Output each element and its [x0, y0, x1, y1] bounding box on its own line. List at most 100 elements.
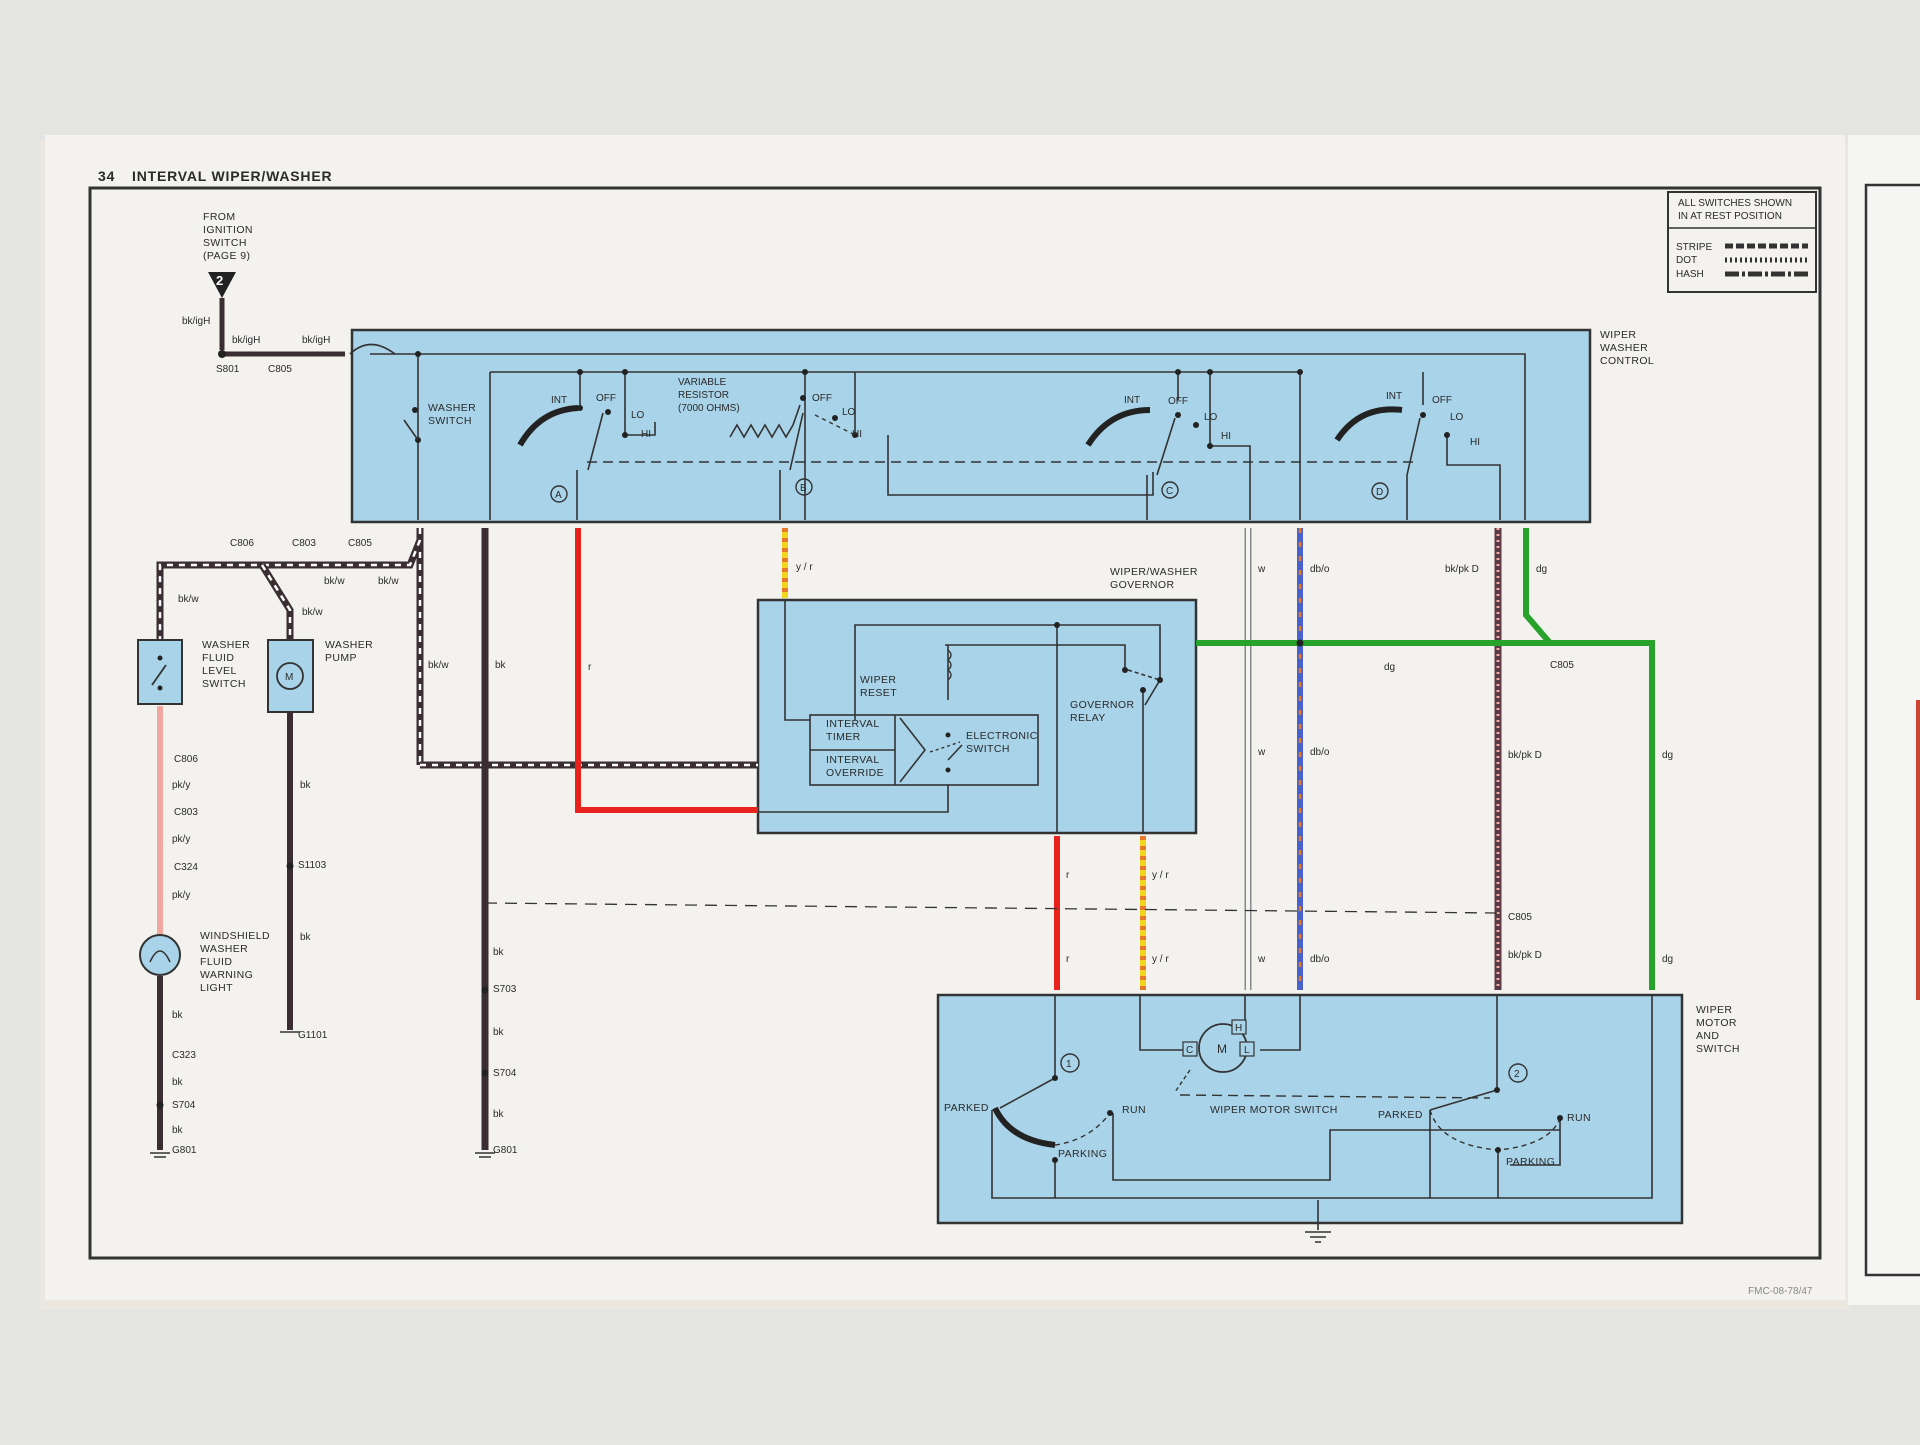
switch-1-parked: PARKED — [944, 1102, 989, 1114]
motor-label-2: MOTOR — [1696, 1017, 1737, 1029]
wire-label-bk-left-1: bk — [172, 1010, 184, 1021]
legend-note-line1: ALL SWITCHES SHOWN — [1678, 198, 1792, 209]
connector-c324: C324 — [174, 862, 198, 873]
interval-override-label-1: INTERVAL — [826, 754, 880, 766]
control-label-2: WASHER — [1600, 342, 1648, 354]
page-title: INTERVAL WIPER/WASHER — [132, 168, 332, 184]
switch-c-lo: LO — [1204, 412, 1218, 423]
wiper-washer-control: WIPER WASHER CONTROL — [349, 328, 1654, 524]
wire-label-w-3: w — [1257, 954, 1266, 965]
next-page — [1848, 135, 1920, 1305]
motor-terminal-l: L — [1244, 1045, 1250, 1056]
wire-label-y-r-3: y / r — [1152, 954, 1169, 965]
gang-letter-b: B — [800, 483, 807, 494]
switch-2-run: RUN — [1567, 1112, 1591, 1124]
warning-light-label-5: LIGHT — [200, 982, 233, 994]
pump-label-1: WASHER — [325, 639, 373, 651]
connector-s801: S801 — [216, 364, 240, 375]
wire-dark-blue-orange: db/o db/o db/o — [1297, 528, 1330, 990]
switch-d-hi: HI — [1470, 437, 1480, 448]
connector-s704-left: S704 — [172, 1100, 196, 1111]
connector-c806-top: C806 — [230, 538, 254, 549]
switch-b-off: OFF — [812, 393, 832, 404]
governor-panel — [756, 598, 1198, 835]
wire-yellow-red: y / r y / r y / r — [782, 528, 1169, 990]
switch-2-parking: PARKING — [1506, 1156, 1555, 1168]
wire-label-bk-w-1: bk/w — [324, 576, 345, 587]
pump-m: M — [285, 672, 293, 683]
connector-c805-top: C805 — [268, 364, 292, 375]
interval-timer-label-1: INTERVAL — [826, 718, 880, 730]
wire-label-bk-4: bk — [493, 1109, 505, 1120]
wiper-reset-label-1: WIPER — [860, 674, 896, 686]
resistor-label-3: (7000 OHMS) — [678, 403, 740, 414]
washer-pump: M WASHER PUMP — [267, 639, 373, 713]
ignition-pin-triangle — [208, 272, 236, 298]
wiper-motor-and-switch: WIPER MOTOR AND SWITCH M C L H — [936, 993, 1740, 1243]
switch-a-off: OFF — [596, 393, 616, 404]
wire-label-r-1: r — [588, 662, 592, 673]
wire-label-bk-left-3: bk — [172, 1125, 184, 1136]
switch-b-hi: HI — [852, 429, 862, 440]
legend: ALL SWITCHES SHOWN IN AT REST POSITION S… — [1667, 191, 1817, 293]
source-line-1: FROM — [203, 211, 236, 223]
connector-g1101: G1101 — [298, 1030, 328, 1041]
motor-switch-1-number: 1 — [1066, 1059, 1072, 1070]
next-page-wire — [1916, 700, 1920, 1000]
wire-bk-pump: bk S1103 bk G1101 — [280, 712, 328, 1041]
switch-1-parking: PARKING — [1058, 1148, 1107, 1160]
wire-label-bk-w-4: bk/w — [302, 607, 323, 618]
motor-label-1: WIPER — [1696, 1004, 1732, 1016]
wire-label-bk-pk-d-2: bk/pk D — [1508, 750, 1542, 761]
motor-label-4: SWITCH — [1696, 1043, 1740, 1055]
wire-white: w w w — [1244, 528, 1266, 990]
warning-light-label-2: WASHER — [200, 943, 248, 955]
legend-note-line2: IN AT REST POSITION — [1678, 211, 1782, 222]
governor-relay-label-1: GOVERNOR — [1070, 699, 1134, 711]
connector-c805-bottom: C805 — [1508, 912, 1532, 923]
control-label-3: CONTROL — [1600, 355, 1654, 367]
wire-label-bk-left-2: bk — [172, 1077, 184, 1088]
motor-terminal-c: C — [1186, 1045, 1193, 1056]
wiper-reset-label-2: RESET — [860, 687, 897, 699]
switch-a-lo: LO — [631, 410, 645, 421]
governor-label-2: GOVERNOR — [1110, 579, 1174, 591]
wire-bk-ground: bk bk S703 bk S704 bk G801 — [475, 528, 518, 1158]
connector-g801-left: G801 — [172, 1145, 197, 1156]
switch-1-run: RUN — [1122, 1104, 1146, 1116]
wire-label-w-2: w — [1257, 747, 1266, 758]
warning-light-label-1: WINDSHIELD — [200, 930, 270, 942]
governor-relay-label-2: RELAY — [1070, 712, 1106, 724]
governor-label-1: WIPER/WASHER — [1110, 566, 1198, 578]
wire-red: r r r — [575, 528, 1070, 990]
switch-d-lo: LO — [1450, 412, 1464, 423]
warning-light-label-3: FLUID — [200, 956, 232, 968]
control-panel — [350, 328, 1592, 524]
wire-label-pk-y-1: pk/y — [172, 780, 190, 791]
pump-label-2: PUMP — [325, 652, 357, 664]
wire-label-pk-y-2: pk/y — [172, 834, 190, 845]
page-number: 34 — [98, 168, 115, 184]
connector-s1103: S1103 — [298, 860, 327, 871]
electronic-switch-label-2: SWITCH — [966, 743, 1010, 755]
resistor-label-1: VARIABLE — [678, 377, 726, 388]
wire-label-bk-pk-d-3: bk/pk D — [1508, 950, 1542, 961]
wire-label-bk-w-3: bk/w — [178, 594, 199, 605]
switch-a-int: INT — [551, 395, 567, 406]
ignition-source: FROM IGNITION SWITCH (PAGE 9) 2 bk/igH b… — [182, 211, 345, 375]
motor-terminal-h: H — [1235, 1023, 1242, 1034]
connector-c323: C323 — [172, 1050, 196, 1061]
wire-bk-w-washer: C806 C803 C805 bk/w bk/w bk/w bk/w bk/w — [156, 528, 758, 769]
wire-label-r-3: r — [1066, 954, 1070, 965]
connector-dashed-line — [484, 902, 1499, 914]
switch-a-hi: HI — [641, 429, 651, 440]
diagram-frame — [88, 186, 1822, 1260]
wire-label-bk-pump-2: bk — [300, 932, 312, 943]
switch-d-int: INT — [1386, 391, 1402, 402]
source-line-3: SWITCH — [203, 237, 247, 249]
switch-b-lo: LO — [842, 407, 856, 418]
connector-s703: S703 — [493, 984, 517, 995]
wire-label-db-o-2: db/o — [1310, 747, 1330, 758]
